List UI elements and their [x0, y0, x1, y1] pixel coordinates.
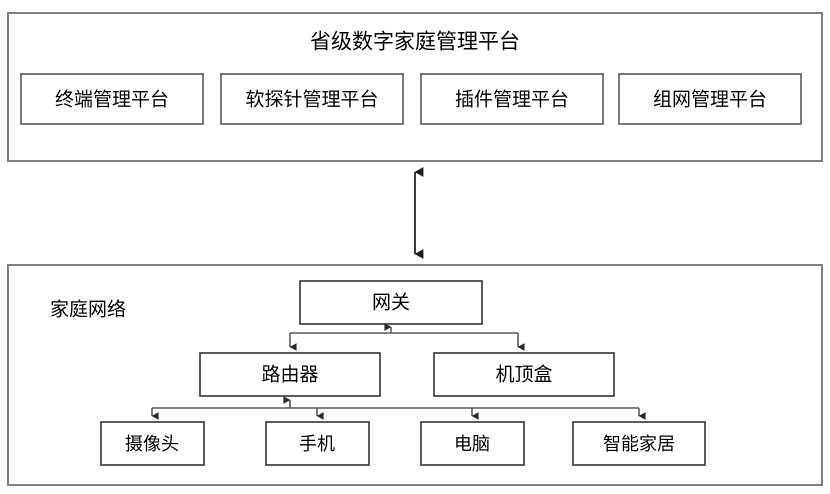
- node-gateway-rect[interactable]: [299, 280, 483, 325]
- node-router-rect[interactable]: [199, 352, 381, 397]
- node-camera[interactable]: 摄像头: [100, 421, 205, 466]
- node-router[interactable]: 路由器: [199, 352, 381, 397]
- node-camera-rect[interactable]: [100, 421, 205, 466]
- node-phone[interactable]: 手机: [265, 421, 370, 466]
- platform-box-terminal-label: 终端管理平台: [55, 89, 169, 111]
- home-network-panel-label: 家庭网络: [50, 299, 126, 321]
- node-phone-label: 手机: [299, 434, 335, 454]
- platform-box-networking-rect[interactable]: [618, 73, 802, 125]
- platform-box-softprobe-rect[interactable]: [220, 73, 404, 125]
- platform-box-plugin[interactable]: 插件管理平台: [420, 73, 604, 125]
- platform-box-networking[interactable]: 组网管理平台: [618, 73, 802, 125]
- node-computer-label: 电脑: [454, 434, 490, 454]
- platform-box-networking-label: 组网管理平台: [653, 89, 767, 111]
- platform-panel-title: 省级数字家庭管理平台: [310, 31, 520, 54]
- platform-box-terminal[interactable]: 终端管理平台: [20, 73, 204, 125]
- node-gateway[interactable]: 网关: [299, 280, 483, 325]
- node-set-top-box-rect[interactable]: [433, 352, 615, 397]
- node-router-label: 路由器: [261, 364, 318, 386]
- node-gateway-label: 网关: [372, 292, 410, 314]
- node-set-top-box[interactable]: 机顶盒: [433, 352, 615, 397]
- platform-box-plugin-rect[interactable]: [420, 73, 604, 125]
- router-branch-connector: [151, 396, 646, 420]
- platform-panel: 省级数字家庭管理平台 终端管理平台 软探针管理平台 插件管理平台 组网管理平台: [7, 12, 823, 162]
- platform-box-softprobe-label: 软探针管理平台: [245, 89, 378, 111]
- node-phone-rect[interactable]: [265, 421, 370, 466]
- platform-box-plugin-label: 插件管理平台: [455, 89, 569, 111]
- node-computer[interactable]: 电脑: [420, 421, 525, 466]
- platform-box-terminal-rect[interactable]: [20, 73, 204, 125]
- node-computer-rect[interactable]: [420, 421, 525, 466]
- node-smart-home-label: 智能家居: [603, 434, 675, 454]
- node-smart-home-rect[interactable]: [572, 421, 706, 466]
- home-network-panel: 家庭网络 网关 路由器 机顶盒: [7, 264, 823, 486]
- platform-box-softprobe[interactable]: 软探针管理平台: [220, 73, 404, 125]
- node-smart-home[interactable]: 智能家居: [572, 421, 706, 466]
- node-set-top-box-label: 机顶盒: [495, 364, 552, 386]
- gateway-branch-connector: [289, 323, 525, 351]
- node-camera-label: 摄像头: [125, 434, 179, 454]
